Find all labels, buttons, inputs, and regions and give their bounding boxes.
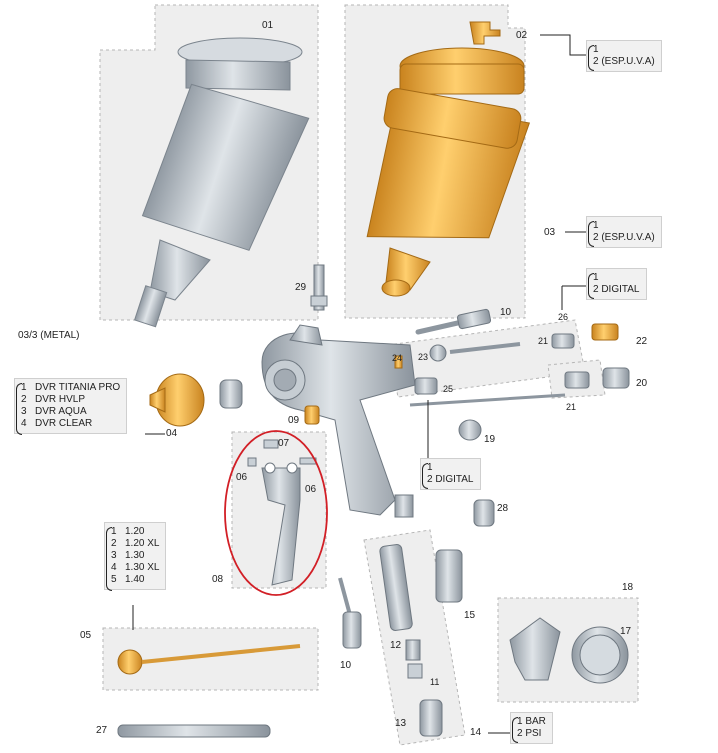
callout-03-metal: 03/3 (METAL) xyxy=(18,330,80,341)
option-box-02: 1 2 (ESP.U.V.A) xyxy=(586,40,662,72)
part-28 xyxy=(473,499,495,527)
callout-08: 08 xyxy=(212,574,224,585)
callout-10-top: 10 xyxy=(500,307,512,318)
metal-cup-part xyxy=(133,37,310,328)
option-03-2: 2 (ESP.U.V.A) xyxy=(593,232,655,243)
option-box-03: 1 2 (ESP.U.V.A) xyxy=(586,216,662,248)
air-tube-parts xyxy=(379,544,443,737)
leader-lines xyxy=(132,34,586,734)
callout-29: 29 xyxy=(295,282,307,293)
callout-23: 23 xyxy=(418,352,429,362)
part-19 xyxy=(458,419,482,441)
callout-06-right: 06 xyxy=(305,484,317,495)
callout-25: 25 xyxy=(443,384,454,394)
callout-05: 05 xyxy=(80,630,92,641)
callout-11: 11 xyxy=(430,677,440,687)
trigger-part xyxy=(247,439,317,586)
option-26-1: 1 xyxy=(593,272,599,283)
callout-20: 20 xyxy=(636,378,648,389)
option-25-1: 1 xyxy=(427,462,433,473)
callout-22: 22 xyxy=(636,336,648,347)
option-box-25: 1 2 DIGITAL xyxy=(420,458,481,490)
callout-28: 28 xyxy=(497,503,509,514)
callout-03: 03 xyxy=(544,227,556,238)
option-02-2: 2 (ESP.U.V.A) xyxy=(593,56,655,67)
callout-21-bottom: 21 xyxy=(566,402,577,412)
needle-part xyxy=(117,644,301,675)
callout-07: 07 xyxy=(278,438,290,449)
part-29 xyxy=(310,264,328,311)
part-10-bottom xyxy=(338,577,362,649)
callout-02: 02 xyxy=(516,30,528,41)
option-25-2: 2 DIGITAL xyxy=(427,474,474,485)
option-14-1: 1 BAR xyxy=(517,716,546,727)
callout-17: 17 xyxy=(620,626,632,637)
air-cap-part xyxy=(149,373,243,427)
callout-27: 27 xyxy=(96,725,108,736)
panel-valve xyxy=(387,319,606,399)
callout-06-left: 06 xyxy=(236,472,248,483)
callout-04: 04 xyxy=(166,428,178,439)
callout-21-top: 21 xyxy=(538,336,549,346)
callout-13: 13 xyxy=(395,718,407,729)
option-26-2: 2 DIGITAL xyxy=(593,284,640,295)
callout-09: 09 xyxy=(288,415,300,426)
valve-parts xyxy=(394,323,630,407)
callout-15: 15 xyxy=(464,610,476,621)
part-09 xyxy=(304,405,320,425)
callout-18: 18 xyxy=(622,582,634,593)
regulator-part xyxy=(509,617,629,684)
callout-24: 24 xyxy=(392,353,403,363)
option-box-26: 1 2 DIGITAL xyxy=(586,268,647,300)
option-03-1: 1 xyxy=(593,220,599,231)
option-14-2: 2 PSI xyxy=(517,728,542,739)
part-10-top xyxy=(415,308,492,335)
part-27 xyxy=(117,724,271,738)
option-02-1: 1 xyxy=(593,44,599,55)
callout-01: 01 xyxy=(262,20,274,31)
callout-26: 26 xyxy=(558,312,569,322)
callout-12: 12 xyxy=(390,640,402,651)
part-15 xyxy=(435,549,463,603)
callout-19: 19 xyxy=(484,434,496,445)
gun-body-part xyxy=(261,324,416,518)
orange-cup-part xyxy=(366,21,531,297)
highlight-ring xyxy=(224,430,328,596)
callout-14: 14 xyxy=(470,727,482,738)
option-box-14: 1 BAR 2 PSI xyxy=(510,712,553,744)
callout-10-bottom: 10 xyxy=(340,660,352,671)
